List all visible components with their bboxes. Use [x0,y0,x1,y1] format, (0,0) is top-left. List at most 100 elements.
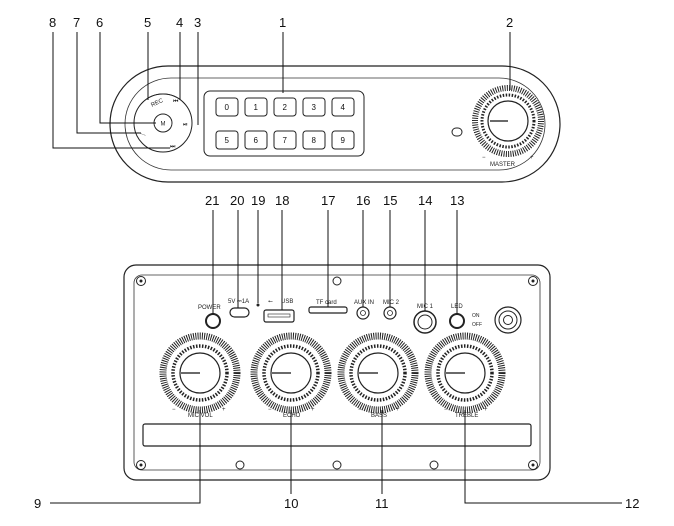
callout-16: 16 [356,193,370,208]
key-0-label: 0 [225,103,230,112]
typec-port[interactable] [229,307,250,318]
screw-icon [139,463,143,467]
key-7[interactable] [273,130,297,150]
callout-13: 13 [450,193,464,208]
master-plus: + [530,155,534,161]
aux-in-jack-hole [360,310,366,316]
screw-icon [332,460,342,470]
leader-8 [52,32,170,149]
bass-label: BASS [371,413,387,419]
callout-7: 7 [73,15,80,30]
usb-label: USB [281,299,293,305]
aux-in-label: AUX IN [354,300,374,306]
callout-4: 4 [176,15,183,30]
key-6-label: 6 [254,136,259,145]
mic2-jack-hole [387,310,393,316]
screw-icon [531,279,535,283]
key-1-label: 1 [254,103,259,112]
antenna-jack-inner [503,315,513,325]
keypad-row-2: 5 6 7 8 9 [215,130,355,150]
leader-9 [50,410,201,504]
leader-6 [99,32,156,124]
bass-port-slot [142,423,532,447]
prev-icon[interactable]: ⏮ [173,99,179,105]
echo-knob[interactable] [250,332,332,414]
rear-panel-inner [133,274,541,471]
usb-port-tongue [267,313,291,318]
led-off-label: OFF [472,322,482,328]
bass-knob[interactable] [337,332,419,414]
key-3[interactable] [302,97,326,117]
key-6[interactable] [244,130,268,150]
corner-screws [136,276,538,470]
mic-vol-minus: − [172,407,176,413]
key-5-label: 5 [225,136,230,145]
master-minus: − [482,155,486,161]
top-callout-lines [52,32,511,149]
treble-minus: − [444,407,448,413]
callout-3: 3 [194,15,201,30]
key-4[interactable] [331,97,355,117]
master-volume-knob[interactable] [472,85,544,157]
callout-15: 15 [383,193,397,208]
treble-knob[interactable] [424,332,506,414]
tf-card-slot[interactable] [308,306,348,314]
power-label: POWER [198,305,221,311]
tf-card-label: TF card [316,300,337,306]
rec-button[interactable] [140,93,186,105]
rec-button-label: REC [150,98,165,109]
keypad-row-1: 0 1 2 3 4 [215,97,355,117]
screw-icon [332,276,342,286]
treble-label: TREBLE [455,413,478,419]
leader-12 [464,410,622,504]
treble-plus: + [484,407,488,413]
bass-minus: − [358,407,362,413]
key-0[interactable] [215,97,239,117]
key-4-label: 4 [341,103,346,112]
mode-button-icon[interactable]: ~~~ [136,130,146,139]
key-8[interactable] [302,130,326,150]
key-1[interactable] [244,97,268,117]
callout-18: 18 [275,193,289,208]
key-5[interactable] [215,130,239,150]
callout-8: 8 [49,15,56,30]
rear-callout-lines [50,210,622,504]
mic2-label: MIC 2 [383,300,400,306]
screw-icon [429,460,439,470]
key-8-label: 8 [312,136,317,145]
leader-7 [76,32,141,134]
callout-17: 17 [321,193,335,208]
indicator-led [451,127,463,137]
bass-plus: + [396,407,400,413]
m-button-label: M [161,122,166,128]
callout-20: 20 [230,193,244,208]
typec-label: 5V ⎓1A [228,299,249,305]
key-7-label: 7 [283,136,288,145]
key-9-label: 9 [341,136,346,145]
mic-vol-label: MIC VOL [188,413,213,419]
play-pause-icon[interactable]: ⏯ [183,122,188,128]
top-control-panel: REC M ⏮ ⏯ ⏭ ~~~ 0 1 2 3 4 5 6 [109,65,561,183]
next-icon[interactable]: ⏭ [170,144,176,150]
top-panel-inner [124,77,546,171]
echo-label: ECHO [283,413,301,419]
callout-14: 14 [418,193,432,208]
mic-vol-knob[interactable] [159,332,241,414]
key-2[interactable] [273,97,297,117]
key-2-label: 2 [283,103,288,112]
antenna-jack[interactable] [494,306,522,334]
master-label: MASTER [490,162,516,168]
callout-10: 10 [284,496,298,511]
callout-6: 6 [96,15,103,30]
rear-panel: POWER 5V ⎓1A ⭠ USB TF card AUX IN MIC 2 … [123,264,551,481]
screw-icon [139,279,143,283]
mic1-jack-hole [417,314,433,330]
power-button[interactable] [205,313,221,329]
led-button[interactable] [449,313,465,329]
echo-minus: − [268,407,272,413]
usb-icon: ⭠ [268,299,273,305]
callout-9: 9 [34,496,41,511]
key-9[interactable] [331,130,355,150]
callout-12: 12 [625,496,639,511]
